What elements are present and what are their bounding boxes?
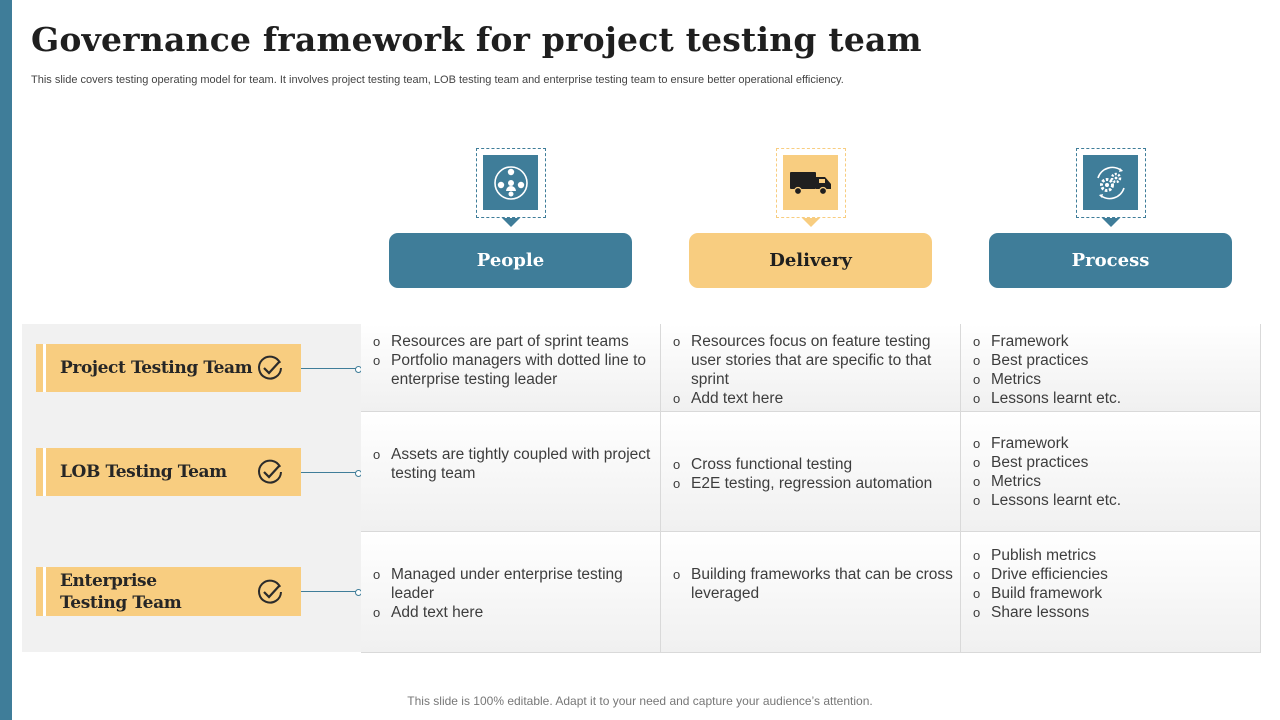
grid-cell: Framework Best practices Metrics Lessons… <box>961 324 1261 412</box>
bullet-list: Cross functional testing E2E testing, re… <box>673 455 960 493</box>
list-item: Lessons learnt etc. <box>973 491 1260 510</box>
list-item: Building frameworks that can be cross le… <box>673 565 960 603</box>
bullet-list: Building frameworks that can be cross le… <box>673 565 960 603</box>
list-item: Framework <box>973 332 1260 351</box>
grid-cell: Building frameworks that can be cross le… <box>661 532 961 653</box>
list-item: Assets are tightly coupled with project … <box>373 445 660 483</box>
process-icon-box <box>1076 148 1146 227</box>
list-item: Resources focus on feature testing user … <box>673 332 960 389</box>
check-circle-icon <box>258 355 282 380</box>
list-item: Share lessons <box>973 603 1260 622</box>
grid-cell: Resources are part of sprint teams Portf… <box>361 324 661 412</box>
bullet-list: Publish metrics Drive efficiencies Build… <box>973 546 1260 622</box>
check-circle-icon <box>258 459 282 484</box>
row-label-enterprise-testing-team: Enterprise Testing Team <box>36 567 301 616</box>
list-item: Managed under enterprise testing leader <box>373 565 660 603</box>
people-network-icon <box>493 165 528 200</box>
grid-cell: Resources focus on feature testing user … <box>661 324 961 412</box>
page-subtitle: This slide covers testing operating mode… <box>31 74 844 86</box>
row-label-text: LOB Testing Team <box>60 462 227 482</box>
check-circle-icon <box>258 579 282 604</box>
delivery-truck-icon <box>789 171 831 195</box>
gears-cycle-icon <box>1096 166 1125 199</box>
column-header-delivery[interactable]: Delivery <box>689 233 932 288</box>
bullet-list: Resources focus on feature testing user … <box>673 332 960 408</box>
list-item: Metrics <box>973 472 1260 491</box>
list-item: Framework <box>973 434 1260 453</box>
list-item: Best practices <box>973 351 1260 370</box>
grid-cell: Assets are tightly coupled with project … <box>361 412 661 532</box>
list-item: Build framework <box>973 584 1260 603</box>
list-item: Add text here <box>673 389 960 408</box>
row-connector <box>301 589 362 596</box>
bullet-list: Managed under enterprise testing leader … <box>373 565 660 622</box>
people-icon-box <box>476 148 546 227</box>
column-header-people[interactable]: People <box>389 233 632 288</box>
row-label-text: Project Testing Team <box>60 358 253 378</box>
list-item: E2E testing, regression automation <box>673 474 960 493</box>
grid-cell: Publish metrics Drive efficiencies Build… <box>961 532 1261 653</box>
row-connector <box>301 470 362 477</box>
list-item: Publish metrics <box>973 546 1260 565</box>
bullet-list: Resources are part of sprint teams Portf… <box>373 332 660 389</box>
bullet-list: Framework Best practices Metrics Lessons… <box>973 434 1260 510</box>
row-label-lob-testing-team: LOB Testing Team <box>36 448 301 496</box>
list-item: Metrics <box>973 370 1260 389</box>
footer-note: This slide is 100% editable. Adapt it to… <box>407 694 873 708</box>
framework-grid: Resources are part of sprint teams Portf… <box>361 324 1261 653</box>
bullet-list: Framework Best practices Metrics Lessons… <box>973 332 1260 408</box>
list-item: Add text here <box>373 603 660 622</box>
bullet-list: Assets are tightly coupled with project … <box>373 445 660 483</box>
list-item: Resources are part of sprint teams <box>373 332 660 351</box>
list-item: Cross functional testing <box>673 455 960 474</box>
list-item: Portfolio managers with dotted line to e… <box>373 351 660 389</box>
list-item: Lessons learnt etc. <box>973 389 1260 408</box>
row-label-text: Enterprise Testing Team <box>60 570 182 613</box>
list-item: Best practices <box>973 453 1260 472</box>
delivery-icon-box <box>776 148 846 227</box>
list-item: Drive efficiencies <box>973 565 1260 584</box>
column-header-process[interactable]: Process <box>989 233 1232 288</box>
grid-cell: Framework Best practices Metrics Lessons… <box>961 412 1261 532</box>
left-accent-bar <box>0 0 12 720</box>
grid-cell: Managed under enterprise testing leader … <box>361 532 661 653</box>
row-label-project-testing-team: Project Testing Team <box>36 344 301 392</box>
row-connector <box>301 366 362 373</box>
page-title: Governance framework for project testing… <box>31 20 922 59</box>
grid-cell: Cross functional testing E2E testing, re… <box>661 412 961 532</box>
